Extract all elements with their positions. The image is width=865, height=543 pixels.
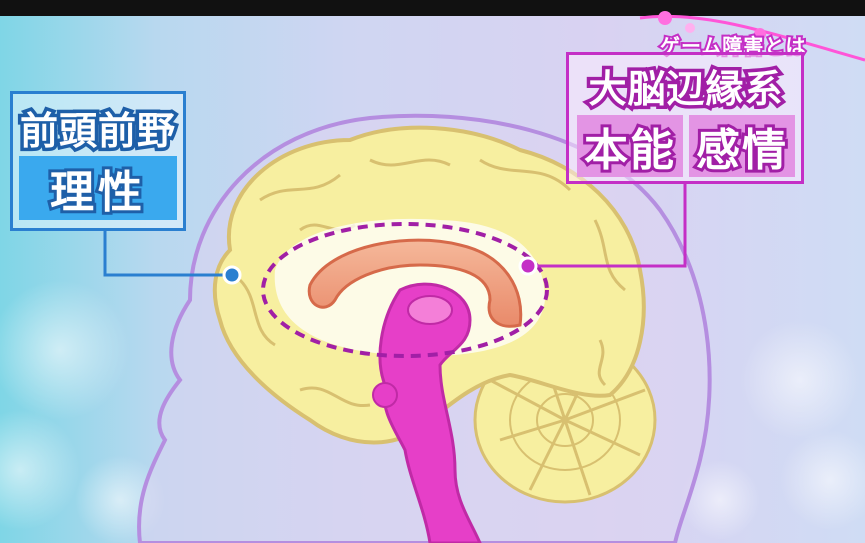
- frontal-title: 前頭前野: [19, 100, 177, 154]
- limbic-title: 大脳辺縁系: [573, 59, 799, 111]
- thalamus: [408, 296, 452, 324]
- frontal-connector-dot: [224, 267, 240, 283]
- limbic-label-box: 大脳辺縁系 本能 感情: [566, 52, 804, 184]
- limbic-connector-dot: [520, 258, 536, 274]
- pituitary: [373, 383, 397, 407]
- frontal-label-box: 前頭前野 理性: [10, 91, 186, 231]
- frontal-subtitle: 理性: [19, 156, 177, 220]
- limbic-item-instinct: 本能: [577, 115, 683, 177]
- limbic-item-emotion: 感情: [689, 115, 795, 177]
